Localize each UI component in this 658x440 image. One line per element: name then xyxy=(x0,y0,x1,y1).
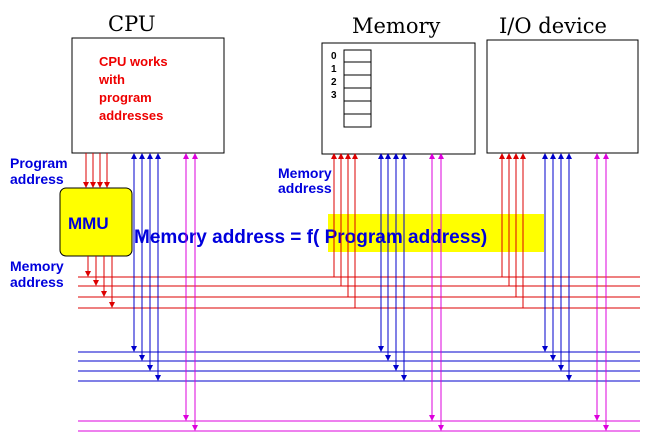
memory-cell xyxy=(343,100,372,115)
memory-address-line: address xyxy=(278,180,332,196)
memory-cells xyxy=(343,49,372,128)
memory-address-line: Memory xyxy=(10,258,64,274)
cpu-title: CPU xyxy=(108,12,156,36)
io-data-connectors xyxy=(542,153,572,381)
memory-cell-indices: 0 1 2 3 xyxy=(331,51,337,101)
memory-data-connectors xyxy=(378,153,407,381)
cpu-to-mmu-connectors xyxy=(83,153,110,188)
program-address-label: Program address xyxy=(10,155,71,187)
cpu-control-connectors xyxy=(183,153,198,431)
memory-cell-index: 0 xyxy=(331,51,337,62)
memory-cell-index: 3 xyxy=(331,90,337,101)
memory-cell xyxy=(343,87,372,102)
mmu-label: MMU xyxy=(68,214,109,233)
cpu-box xyxy=(71,37,225,154)
memory-address-label-mid: Memory address xyxy=(278,165,336,196)
cpu-note-line: CPU works xyxy=(99,54,168,69)
memory-address-line: Memory xyxy=(278,165,332,181)
cpu-note-line: program xyxy=(99,90,152,105)
memory-address-label-left: Memory address xyxy=(10,258,68,290)
cpu-note-line: addresses xyxy=(99,108,163,123)
control-bus xyxy=(78,420,640,432)
program-address-line: Program xyxy=(10,155,68,171)
io-device-title: I/O device xyxy=(499,14,607,38)
program-address-line: address xyxy=(10,171,64,187)
memory-cell-index: 2 xyxy=(331,77,337,88)
cpu-note-line: with xyxy=(98,72,125,87)
io-control-connectors xyxy=(594,153,609,431)
memory-cell xyxy=(343,74,372,89)
formula-highlight xyxy=(328,214,544,252)
memory-cell xyxy=(343,61,372,76)
io-address-connectors xyxy=(499,153,526,308)
memory-cell-index: 1 xyxy=(331,64,337,75)
mmu-to-bus-connectors xyxy=(85,256,115,308)
memory-cell xyxy=(343,113,372,128)
cpu-note: CPU works with program addresses xyxy=(98,54,171,123)
memory-title: Memory xyxy=(352,14,441,38)
memory-address-connectors xyxy=(331,153,358,308)
memory-control-connectors xyxy=(429,153,444,431)
cpu-data-connectors xyxy=(131,153,161,381)
memory-cell xyxy=(343,49,372,63)
memory-address-line: address xyxy=(10,274,64,290)
io-device-box xyxy=(486,39,639,154)
address-bus xyxy=(78,276,640,309)
data-bus xyxy=(78,351,640,382)
formula-text: Memory address = f( Program address) xyxy=(134,227,487,248)
